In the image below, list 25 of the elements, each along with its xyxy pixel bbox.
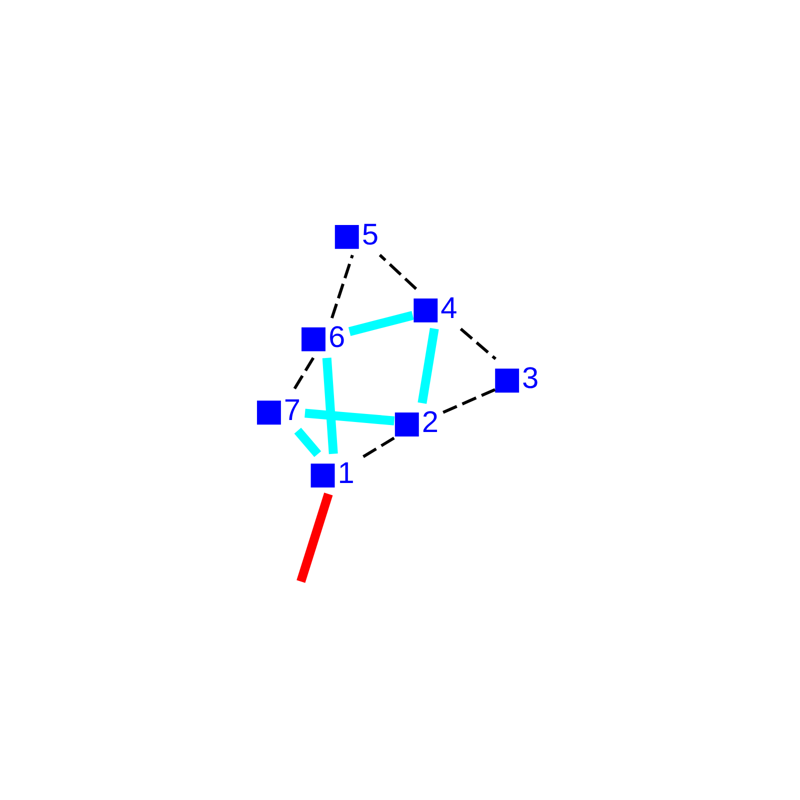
node-label: 7 <box>284 394 301 428</box>
node-box <box>302 327 326 352</box>
connector <box>296 492 333 583</box>
connector <box>292 357 315 392</box>
node-label: 5 <box>362 218 379 252</box>
connector <box>348 311 414 336</box>
node-box <box>256 400 281 425</box>
connector <box>330 254 354 319</box>
node-box <box>414 298 438 322</box>
connector <box>418 328 439 404</box>
connector <box>304 408 395 426</box>
connector <box>442 388 496 414</box>
node-box <box>310 464 335 488</box>
node-box <box>495 368 520 393</box>
node-box <box>394 412 419 436</box>
connector <box>460 328 497 360</box>
connector <box>378 254 418 290</box>
node-label: 2 <box>422 406 439 439</box>
node-label: 3 <box>522 362 539 396</box>
connector <box>294 428 322 458</box>
node-label: 4 <box>440 292 458 325</box>
node-label: 1 <box>338 457 354 490</box>
connector <box>322 358 338 454</box>
node-box <box>334 224 359 249</box>
node-label: 6 <box>328 320 346 354</box>
